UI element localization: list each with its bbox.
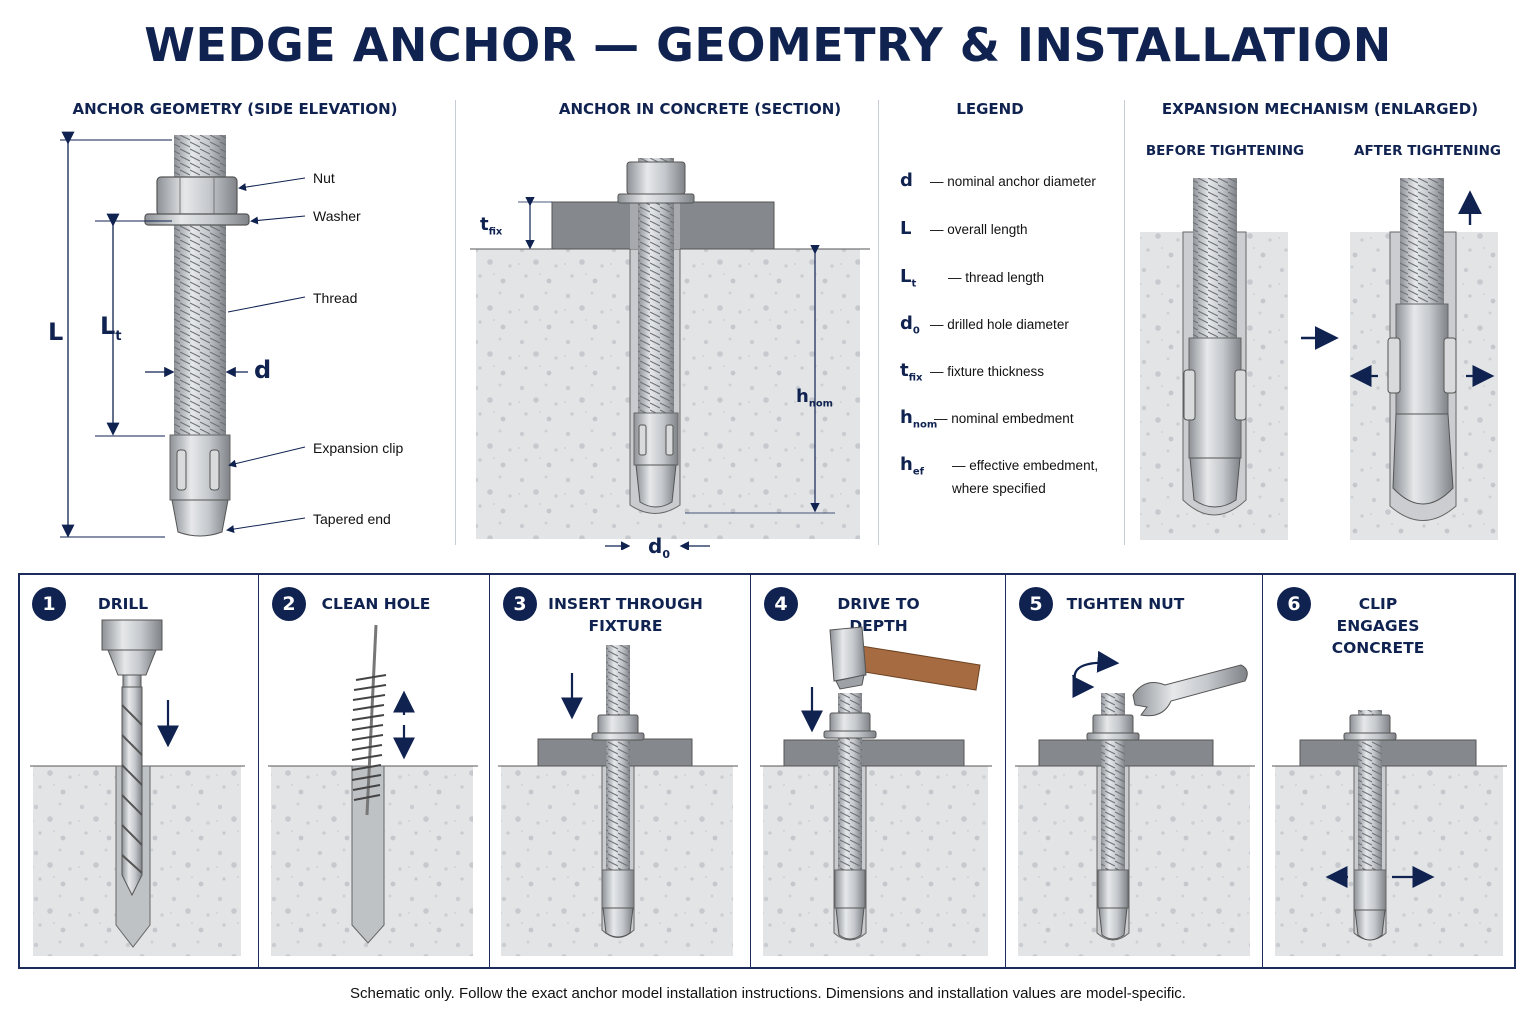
- divider: [455, 100, 456, 545]
- step-4-title: DRIVE TO DEPTH: [837, 595, 920, 635]
- mechanism-title: EXPANSION MECHANISM (ENLARGED): [1161, 100, 1479, 118]
- step-4-hammer-drawing: [760, 626, 992, 956]
- step-6-engaged-drawing: [1272, 710, 1507, 956]
- symbol-hnom: hnom: [796, 386, 833, 410]
- label-tapered-end: Tapered end: [313, 511, 391, 527]
- step-2-brush-drawing: [268, 624, 478, 956]
- after-tightening-title: AFTER TIGHTENING: [1354, 143, 1501, 159]
- step-5-wrench-drawing: [1015, 650, 1255, 956]
- washer: [617, 193, 695, 204]
- installation-steps-panel: [18, 573, 1516, 969]
- step-2-badge: 2: [272, 587, 306, 621]
- legend-title: LEGEND: [956, 100, 1024, 118]
- step-5-badge: 5: [1019, 587, 1053, 621]
- before-tightening-title: BEFORE TIGHTENING: [1145, 143, 1305, 159]
- label-nut: Nut: [313, 170, 335, 186]
- washer: [144, 213, 250, 226]
- divider: [1124, 100, 1125, 545]
- expansion-mechanism-drawing: [1140, 178, 1498, 540]
- step-1-badge: 1: [32, 587, 66, 621]
- symbol-d: d: [254, 356, 272, 384]
- step-6-badge: 6: [1277, 587, 1311, 621]
- page-title: WEDGE ANCHOR — GEOMETRY & INSTALLATION: [144, 18, 1392, 72]
- symbol-d0: d0: [648, 534, 670, 561]
- anchor-elevation-drawing: [60, 131, 306, 538]
- nut: [156, 176, 238, 216]
- step-1-drill-drawing: [30, 619, 245, 956]
- step-4-badge: 4: [764, 587, 798, 621]
- step-3-badge: 3: [503, 587, 537, 621]
- section-view-title: ANCHOR IN CONCRETE (SECTION): [558, 100, 842, 118]
- nut: [626, 161, 686, 195]
- divider: [878, 100, 879, 545]
- geometry-section-title: ANCHOR GEOMETRY (SIDE ELEVATION): [72, 100, 398, 118]
- step-3-insert-drawing: [498, 645, 738, 956]
- label-expansion-clip: Expansion clip: [313, 440, 404, 456]
- symbol-Lt: Lt: [100, 312, 122, 344]
- label-washer: Washer: [313, 208, 361, 224]
- tapered-end: [171, 499, 229, 537]
- label-thread: Thread: [313, 290, 358, 306]
- footer-note: Schematic only. Follow the exact anchor …: [350, 985, 1186, 1002]
- step-2-title: CLEAN HOLE: [321, 595, 431, 613]
- step-5-title: TIGHTEN NUT: [1066, 595, 1185, 613]
- anchor-section-drawing: [470, 158, 870, 550]
- symbol-L: L: [48, 318, 64, 346]
- step-1-title: DRILL: [97, 595, 149, 613]
- symbol-tfix: tfix: [480, 214, 503, 238]
